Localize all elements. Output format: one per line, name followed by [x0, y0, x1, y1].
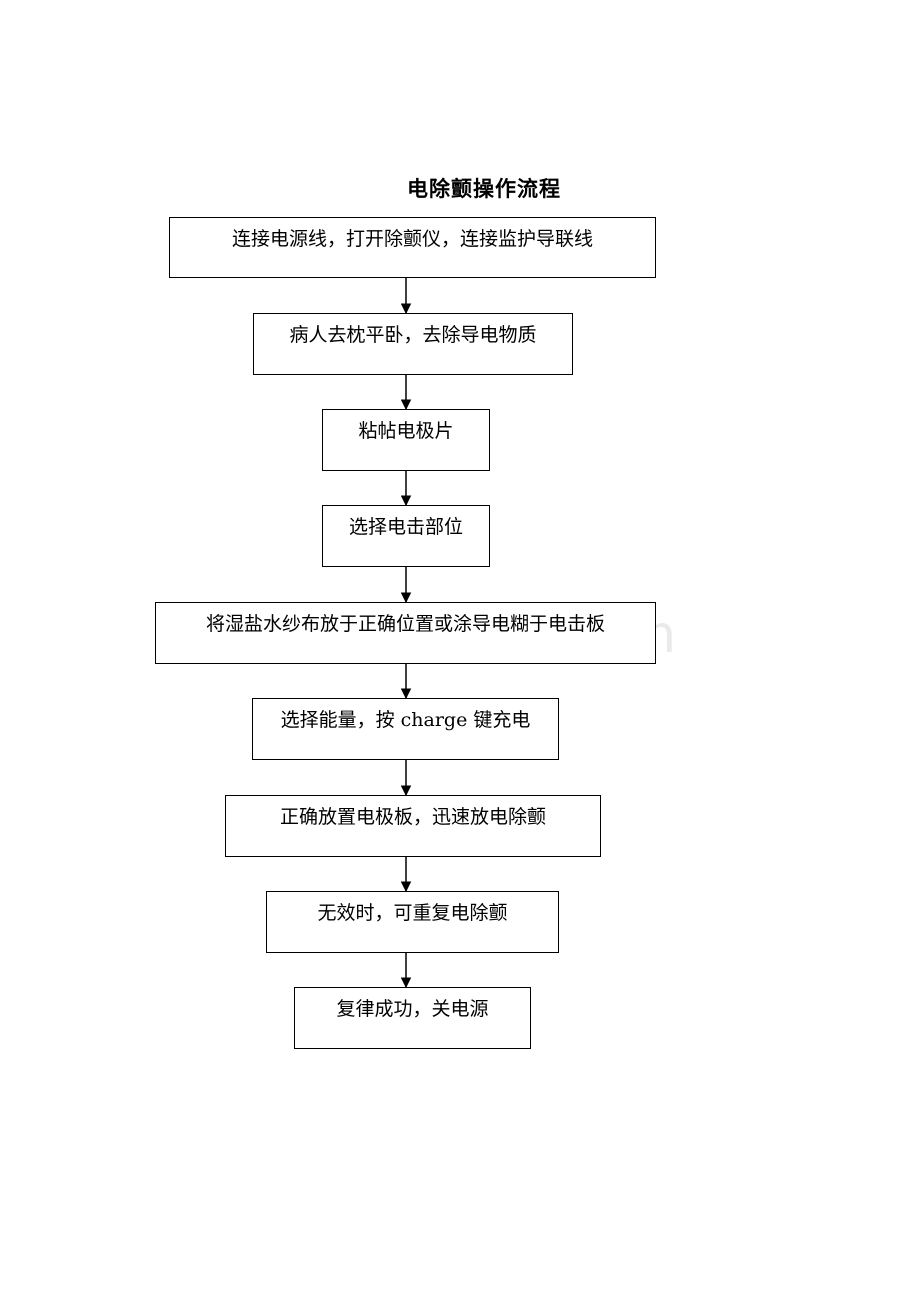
step-position-patient: 病人去枕平卧，去除导电物质	[253, 313, 573, 375]
step-label: 选择电击部位	[348, 516, 463, 538]
step-label: 粘帖电极片	[358, 420, 454, 442]
step-finish: 复律成功，关电源	[294, 987, 531, 1049]
step-label: 无效时，可重复电除颤	[317, 902, 508, 924]
step-connect-power: 连接电源线，打开除颤仪，连接监护导联线	[169, 217, 656, 278]
step-label: 选择能量，按 charge 键充电	[280, 709, 531, 731]
page-title: 电除颤操作流程	[407, 176, 561, 201]
step-discharge: 正确放置电极板，迅速放电除颤	[225, 795, 601, 857]
step-label: 正确放置电极板，迅速放电除颤	[279, 806, 546, 828]
step-label: 病人去枕平卧，去除导电物质	[289, 324, 537, 346]
step-repeat: 无效时，可重复电除颤	[266, 891, 559, 953]
step-select-site: 选择电击部位	[322, 505, 490, 567]
step-apply-gel: 将湿盐水纱布放于正确位置或涂导电糊于电击板	[155, 602, 656, 664]
step-label: 连接电源线，打开除颤仪，连接监护导联线	[231, 228, 593, 250]
step-attach-electrodes: 粘帖电极片	[322, 409, 490, 471]
step-label: 复律成功，关电源	[336, 998, 489, 1020]
step-label: 将湿盐水纱布放于正确位置或涂导电糊于电击板	[205, 613, 605, 635]
step-select-energy: 选择能量，按 charge 键充电	[252, 698, 559, 760]
